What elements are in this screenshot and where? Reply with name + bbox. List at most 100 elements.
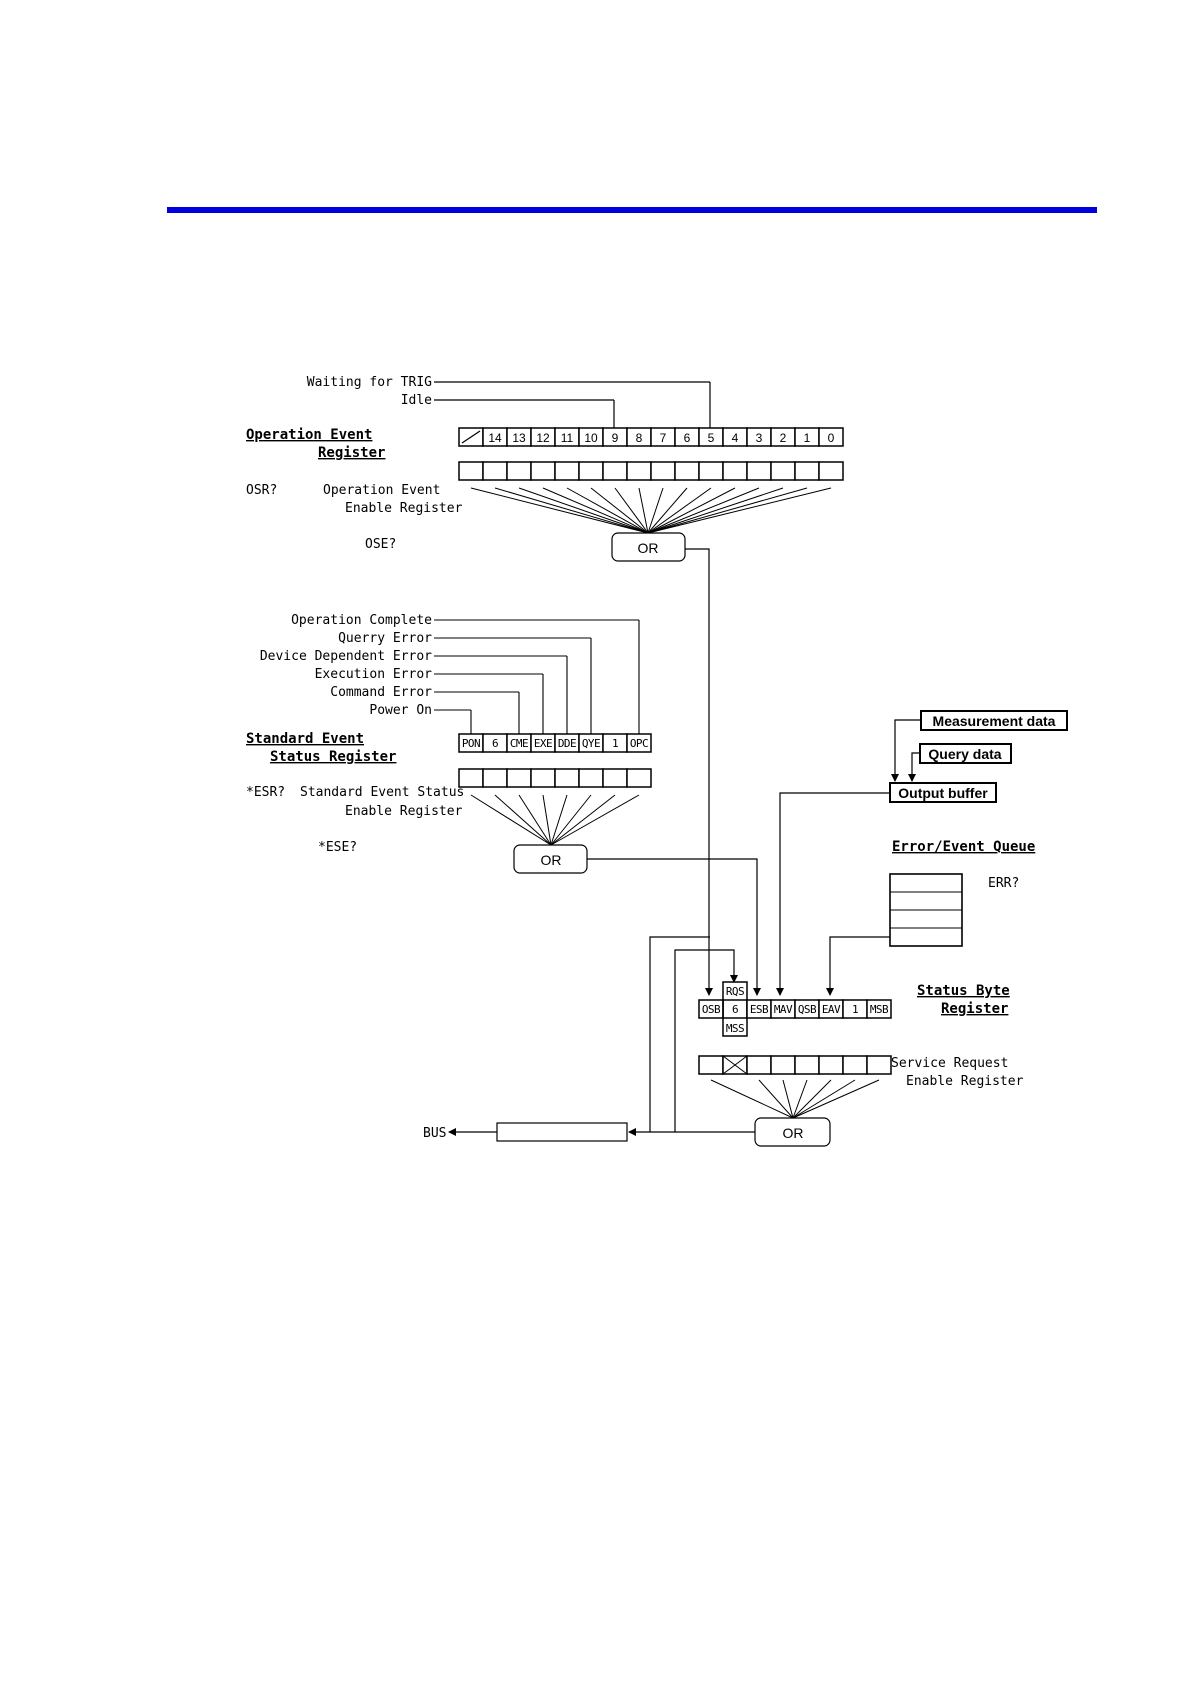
std-bit-OPC bbox=[626, 733, 652, 753]
op-enable-cell bbox=[698, 461, 724, 481]
sb-bit-label: MAV bbox=[774, 1003, 793, 1016]
status-byte-title-2: Register bbox=[941, 1001, 1008, 1017]
standard-enable-label: Standard Event Status bbox=[300, 785, 464, 800]
header-bar bbox=[167, 207, 1097, 213]
op-enable-cell bbox=[482, 461, 508, 481]
operation-or-label: OR bbox=[638, 540, 659, 556]
service-request-enable-register bbox=[698, 1055, 892, 1075]
idle-label: Idle bbox=[401, 393, 432, 408]
op-bit-label: 3 bbox=[756, 431, 763, 445]
op-enable-cell bbox=[554, 461, 580, 481]
op-bit-label: 0 bbox=[828, 431, 835, 445]
output-buffer-label: Output buffer bbox=[898, 785, 988, 801]
rqs-label: RQS bbox=[726, 985, 744, 998]
std-enable-cell bbox=[482, 768, 508, 788]
operation-or-gate bbox=[611, 532, 686, 562]
srq-enable-label: Service Request bbox=[891, 1056, 1008, 1071]
sb-bit-MSB bbox=[866, 999, 892, 1019]
op-enable-cell bbox=[530, 461, 556, 481]
waiting-trig-label: Waiting for TRIG bbox=[307, 375, 432, 390]
op-enable-cell bbox=[746, 461, 772, 481]
op-bit-label: 10 bbox=[584, 431, 598, 445]
op-bit-label: 14 bbox=[488, 431, 502, 445]
op-bit-0 bbox=[818, 427, 844, 447]
std-bit-label: PON bbox=[462, 737, 480, 750]
error-queue-title: Error/Event Queue bbox=[892, 839, 1035, 855]
sb-bit-label: 6 bbox=[732, 1003, 738, 1016]
op-bit-label: 13 bbox=[512, 431, 526, 445]
std-enable-cell bbox=[602, 768, 628, 788]
op-bit-label: 5 bbox=[708, 431, 715, 445]
op-enable-cell bbox=[722, 461, 748, 481]
std-bit-label: OPC bbox=[630, 737, 648, 750]
std-bit-label: DDE bbox=[558, 737, 576, 750]
operation-register-title: Operation Event bbox=[246, 427, 372, 443]
srq-enable-cell bbox=[698, 1055, 724, 1075]
std-bit-label: QYE bbox=[582, 737, 600, 750]
operation-enable-label: Operation Event bbox=[323, 483, 440, 498]
op-bit-label: 7 bbox=[660, 431, 667, 445]
std-bit-label: CME bbox=[510, 737, 528, 750]
op-enable-cell bbox=[602, 461, 628, 481]
mss-label: MSS bbox=[726, 1022, 744, 1035]
op-enable-cell bbox=[458, 461, 484, 481]
standard-register-title: Standard Event bbox=[246, 731, 364, 747]
op-bit-label: 6 bbox=[684, 431, 691, 445]
sb-bit-label: 1 bbox=[852, 1003, 858, 1016]
standard-register-title-2: Status Register bbox=[270, 749, 396, 765]
err-query: ERR? bbox=[988, 876, 1019, 891]
std-bit-label: EXE bbox=[534, 737, 552, 750]
op-enable-cell bbox=[626, 461, 652, 481]
std-enable-cell bbox=[554, 768, 580, 788]
op-bit-label: 8 bbox=[636, 431, 643, 445]
std-input-label: Device Dependent Error bbox=[260, 649, 432, 664]
op-bit-label: 2 bbox=[780, 431, 787, 445]
op-enable-cell bbox=[650, 461, 676, 481]
srq-enable-label-2: Enable Register bbox=[906, 1074, 1024, 1089]
standard-enable-register bbox=[458, 768, 652, 788]
op-bit-label: 4 bbox=[732, 431, 739, 445]
measurement-data-label: Measurement data bbox=[933, 713, 1056, 729]
op-enable-cell bbox=[506, 461, 532, 481]
op-bit-label: 12 bbox=[536, 431, 550, 445]
esr-query: *ESR? bbox=[246, 785, 285, 800]
bus-label: BUS bbox=[423, 1126, 446, 1141]
op-bit-label: 11 bbox=[561, 431, 574, 445]
sb-bit-label: MSB bbox=[870, 1003, 889, 1016]
standard-enable-label-2: Enable Register bbox=[345, 804, 463, 819]
operation-register-title-2: Register bbox=[318, 445, 385, 461]
std-input-label: Power On bbox=[369, 703, 432, 718]
sb-bit-label: OSB bbox=[702, 1003, 721, 1016]
op-enable-cell bbox=[770, 461, 796, 481]
std-bit-label: 6 bbox=[492, 737, 498, 750]
srq-enable-cell bbox=[866, 1055, 892, 1075]
osr-query: OSR? bbox=[246, 483, 277, 498]
std-input-label: Operation Complete bbox=[291, 613, 432, 628]
sb-bit-label: QSB bbox=[798, 1003, 817, 1016]
std-enable-cell bbox=[578, 768, 604, 788]
bus-interface bbox=[496, 1122, 628, 1142]
op-enable-cell bbox=[674, 461, 700, 481]
std-enable-cell bbox=[506, 768, 532, 788]
error-event-queue bbox=[889, 873, 963, 947]
op-bit-label: 9 bbox=[612, 431, 619, 445]
standard-event-register: PON 6 CME EXE DDE QYE 1 OPC bbox=[458, 733, 652, 753]
standard-or-label: OR bbox=[541, 852, 562, 868]
query-data-label: Query data bbox=[928, 746, 1001, 762]
srq-enable-cell bbox=[818, 1055, 844, 1075]
op-enable-cell bbox=[794, 461, 820, 481]
operation-enable-label-2: Enable Register bbox=[345, 501, 463, 516]
ose-query: OSE? bbox=[365, 537, 396, 552]
std-bit-label: 1 bbox=[612, 737, 618, 750]
srq-enable-cell bbox=[770, 1055, 796, 1075]
srq-enable-cell bbox=[746, 1055, 772, 1075]
op-enable-cell bbox=[578, 461, 604, 481]
ese-query: *ESE? bbox=[318, 840, 357, 855]
std-input-label: Querry Error bbox=[338, 631, 432, 646]
status-byte-title: Status Byte bbox=[917, 983, 1010, 999]
std-input-label: Command Error bbox=[330, 685, 432, 700]
